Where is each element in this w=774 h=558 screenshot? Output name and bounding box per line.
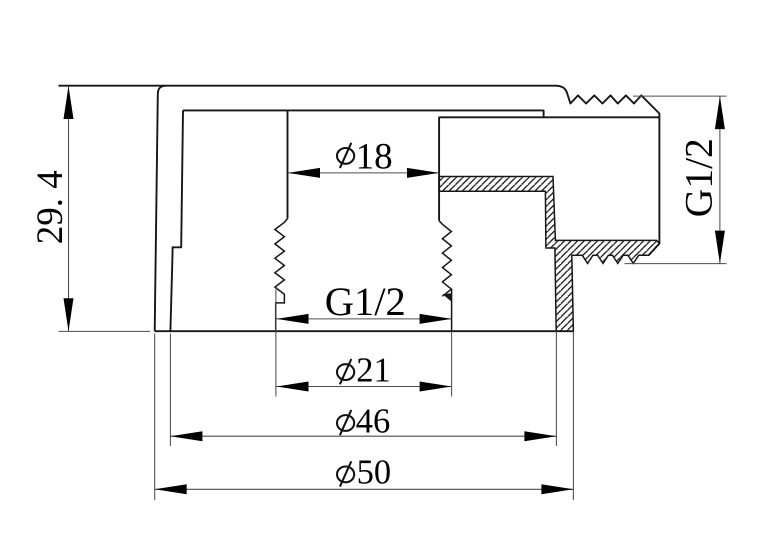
svg-text:29. 4: 29. 4 [30, 170, 71, 244]
svg-text:18: 18 [356, 136, 393, 177]
svg-text:21: 21 [356, 351, 391, 389]
svg-text:46: 46 [356, 402, 391, 440]
svg-text:50: 50 [357, 454, 392, 492]
svg-text:G1/2: G1/2 [325, 279, 406, 324]
svg-text:G1/2: G1/2 [677, 138, 721, 217]
